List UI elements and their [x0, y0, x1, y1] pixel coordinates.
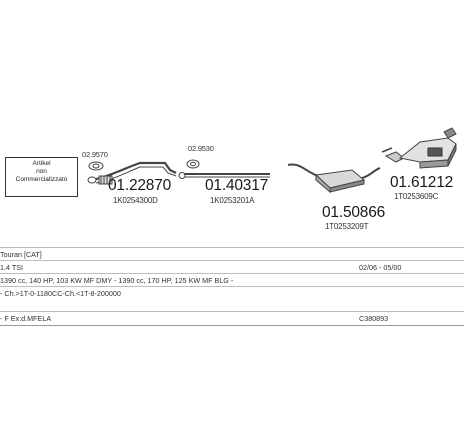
- center-silencer-drawing: [287, 163, 381, 194]
- table-row: 1390 cc, 140 HP, 103 KW MF DMY - 1390 cc…: [0, 273, 464, 287]
- part-number-2[interactable]: 01.40317: [205, 177, 269, 194]
- table-row: Touran [CAT]: [0, 247, 464, 261]
- center-pipe-drawing: [178, 172, 270, 179]
- row-left-text: - F Ex:d.MFELA: [0, 314, 52, 323]
- row-right-text: 02/06 - 05/00: [359, 263, 402, 272]
- exhaust-diagram: Artikel non Commercializzato 02.9570 01.…: [0, 118, 464, 248]
- label-line: non: [36, 168, 47, 175]
- rear-silencer-drawing: [381, 127, 457, 169]
- gasket-drawing-1: [88, 161, 104, 171]
- table-row: - Ch.>1T-0-1180CC-Ch.<1T-8-200000: [0, 286, 464, 300]
- oem-number-3: 1T0253209T: [325, 222, 369, 231]
- part-number-1[interactable]: 01.22870: [108, 177, 172, 194]
- row-left-text: Touran [CAT]: [0, 250, 42, 259]
- label-line: Commercializzato: [15, 176, 68, 183]
- exhaust-parts-drawing: [87, 127, 457, 194]
- front-pipe-drawing: [87, 161, 177, 185]
- row-left-text: 1390 cc, 140 HP, 103 KW MF DMY - 1390 cc…: [0, 276, 234, 285]
- gasket-drawing-2: [186, 159, 200, 169]
- gasket-code-1: 02.9570: [82, 150, 108, 159]
- part-number-4[interactable]: 01.61212: [390, 174, 454, 191]
- oem-number-1: 1K0254300D: [113, 196, 158, 205]
- label-line: Artikel: [32, 160, 51, 167]
- oem-number-4: 1T0253609C: [394, 192, 439, 201]
- row-left-text: 1.4 TSI: [0, 263, 24, 272]
- not-commercialized-box: Artikel non Commercializzato: [5, 157, 78, 197]
- table-bottom-divider: [0, 325, 464, 326]
- table-row: 1.4 TSI 02/06 - 05/00: [0, 260, 464, 274]
- part-number-3[interactable]: 01.50866: [322, 204, 386, 221]
- row-right-text: C380893: [359, 314, 389, 323]
- row-left-text: - Ch.>1T-0-1180CC-Ch.<1T-8-200000: [0, 289, 121, 298]
- gasket-code-2: 02.9530: [188, 144, 214, 153]
- table-row: - F Ex:d.MFELA C380893: [0, 311, 464, 325]
- oem-number-2: 1K0253201A: [210, 196, 255, 205]
